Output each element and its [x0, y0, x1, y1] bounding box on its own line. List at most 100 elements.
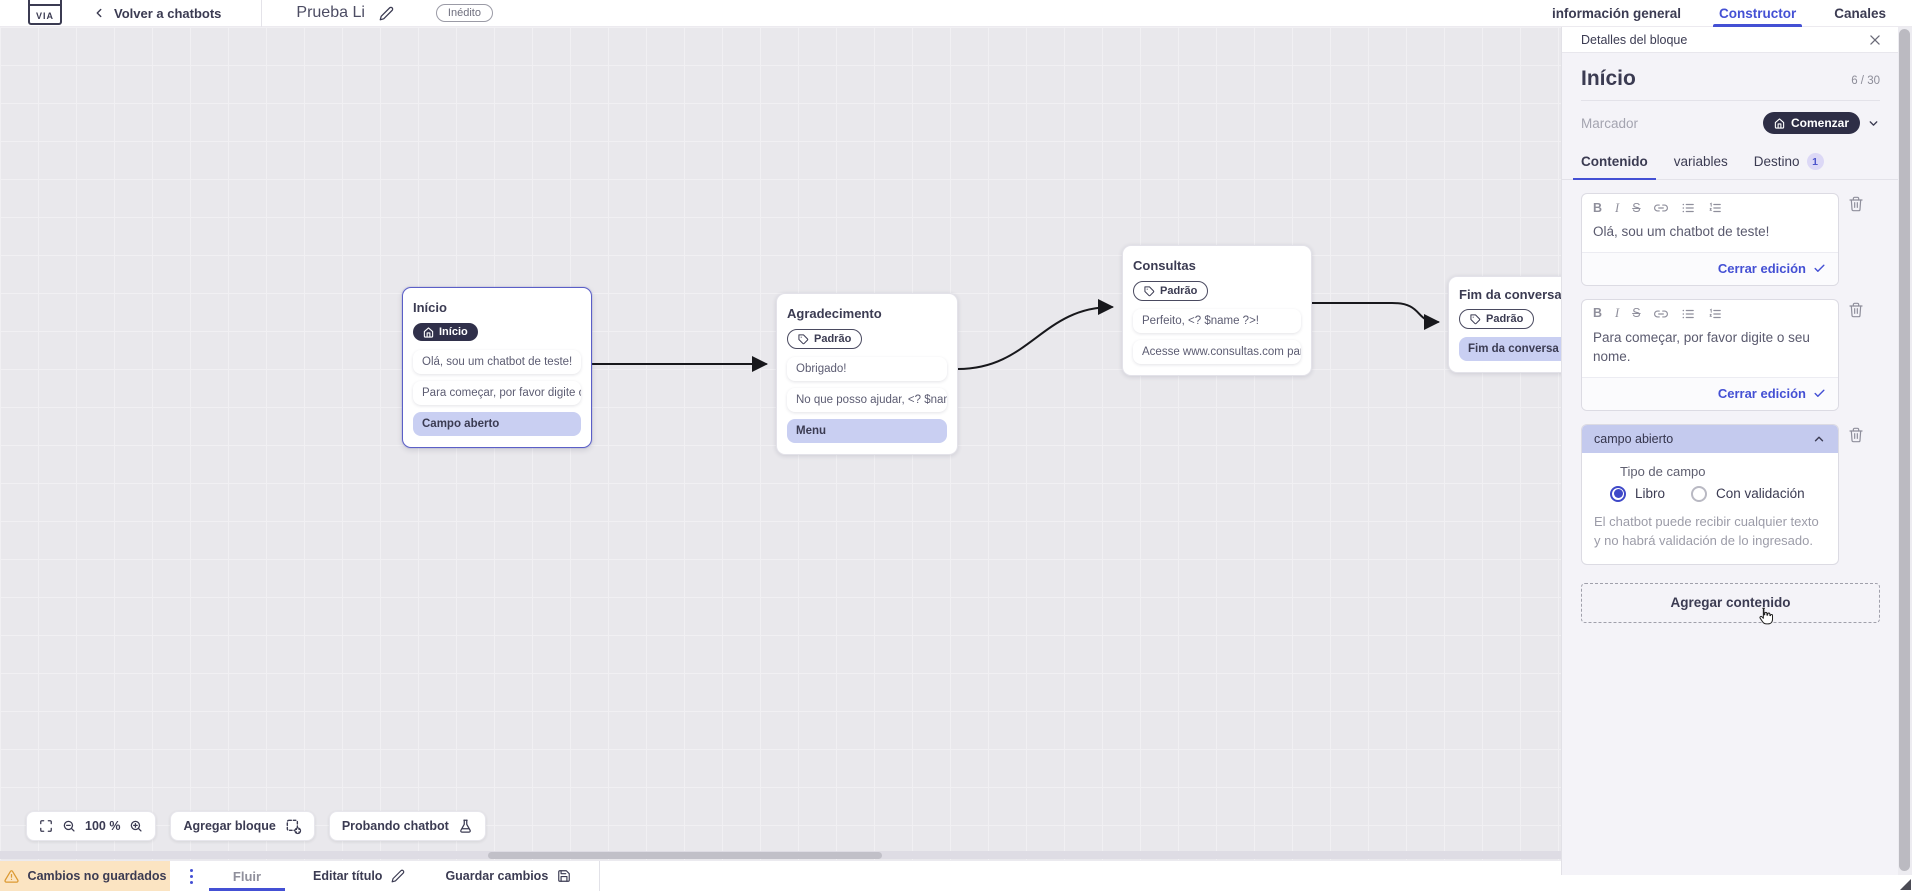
close-edit-label: Cerrar edición [1717, 385, 1806, 401]
destino-count-badge: 1 [1806, 153, 1824, 170]
message-text-input[interactable]: Olá, sou um chatbot de teste! [1593, 224, 1770, 239]
panel-header: Detalles del bloque [1562, 27, 1898, 53]
numbered-list-button[interactable] [1708, 307, 1722, 321]
block-menu-button[interactable] [569, 298, 581, 316]
flow-block-agradecimento[interactable]: Agradecimento Padrão Obrigado! No que po… [776, 293, 958, 455]
link-icon [1653, 310, 1668, 318]
block-badge-label: Início [439, 326, 468, 338]
block-name-counter: 6 / 30 [1851, 75, 1880, 87]
link-button[interactable] [1653, 307, 1668, 321]
radio-con-validacion-label: Con validación [1716, 486, 1805, 502]
link-button[interactable] [1653, 201, 1668, 215]
block-message-row[interactable]: Obrigado! [787, 356, 947, 381]
tab-contenido[interactable]: Contenido [1573, 144, 1656, 180]
fullscreen-button[interactable] [39, 819, 53, 833]
horizontal-scroll-thumb[interactable] [488, 851, 882, 859]
block-message-row[interactable]: Acesse www.consultas.com par... [1133, 339, 1301, 364]
flow-menu-button[interactable] [184, 861, 199, 891]
panel-body: Início 6 / 30 Marcador Comenzar Conteni [1562, 53, 1898, 625]
connector-consultas-fim[interactable] [1311, 302, 1440, 330]
test-chatbot-button[interactable]: Probando chatbot [328, 811, 486, 841]
field-help-text: El chatbot puede recibir cualquier texto… [1594, 513, 1819, 549]
footer-divider [599, 861, 601, 891]
block-message-row[interactable]: Para começar, por favor digite o ... [413, 380, 581, 405]
bullet-list-button[interactable] [1681, 201, 1695, 215]
vertical-scroll-thumb[interactable] [1899, 29, 1910, 871]
save-changes-label: Guardar cambios [445, 869, 549, 883]
editor-footer: Cerrar edición [1582, 376, 1838, 410]
edit-bot-title-button[interactable] [379, 6, 394, 21]
block-action-row[interactable]: Menu [787, 418, 947, 443]
resize-handle[interactable] [1900, 879, 1911, 890]
panel-menu-button[interactable] [1870, 153, 1882, 171]
panel-tabs: Contenido variables Destino 1 [1562, 144, 1898, 180]
edit-title-button[interactable]: Editar título [313, 861, 405, 891]
close-edit-button[interactable]: Cerrar edición [1718, 386, 1826, 401]
flow-block-consultas[interactable]: Consultas Padrão Perfeito, <? $name ?>! … [1122, 245, 1312, 376]
delete-content-button[interactable] [1848, 196, 1864, 212]
close-edit-button[interactable]: Cerrar edición [1718, 261, 1826, 276]
back-to-chatbots-button[interactable]: Volver a chatbots [92, 6, 221, 21]
open-field-body: Tipo de campo Libro Con validación E [1582, 453, 1838, 564]
block-action-row[interactable]: Campo aberto [413, 411, 581, 436]
bullet-list-icon [1682, 309, 1694, 318]
radio-con-validacion[interactable]: Con validación [1691, 485, 1805, 502]
strikethrough-button[interactable]: S [1632, 200, 1641, 215]
block-menu-button[interactable] [935, 304, 947, 322]
add-block-button[interactable]: Agregar bloque [170, 811, 315, 841]
italic-button[interactable]: I [1615, 200, 1620, 215]
flow-block-fim-da-conversa[interactable]: Fim da conversa Padrão Fim da conversa [1448, 276, 1561, 373]
block-message-row[interactable]: Perfeito, <? $name ?>! [1133, 308, 1301, 333]
kebab-menu-icon [190, 874, 193, 878]
panel-vertical-scrollbar[interactable] [1898, 27, 1912, 875]
connector-agradecimento-consultas[interactable] [957, 299, 1114, 370]
zoom-out-button[interactable] [62, 819, 76, 833]
block-message-row[interactable]: Olá, sou um chatbot de teste! [413, 349, 581, 374]
canvas-horizontal-scrollbar[interactable] [0, 851, 1561, 859]
top-header: VIA Volver a chatbots Prueba Li Inédito … [0, 0, 1912, 27]
home-icon [423, 326, 434, 338]
save-changes-button[interactable]: Guardar cambios [445, 861, 571, 891]
tab-constructor[interactable]: Constructor [1712, 0, 1803, 27]
tag-icon [798, 333, 809, 344]
zoom-level: 100 % [85, 819, 121, 833]
block-message-row[interactable]: No que posso ajudar, <? $name ... [787, 387, 947, 412]
add-content-button[interactable]: Agregar contenido [1581, 582, 1880, 623]
bullet-list-button[interactable] [1681, 307, 1695, 321]
warning-triangle-icon [3, 869, 19, 884]
block-type-badge: Padrão [787, 329, 863, 349]
tab-variables[interactable]: variables [1673, 154, 1728, 169]
block-marker-badge: Início [413, 323, 478, 341]
flow-block-inicio[interactable]: Início Início Olá, sou um chatbot de tes… [402, 287, 592, 448]
bot-title: Prueba Li [296, 4, 365, 21]
tab-destino[interactable]: Destino 1 [1754, 144, 1824, 179]
delete-content-button[interactable] [1848, 302, 1864, 318]
text-editor-card: B I S Olá, sou um chatbot de tes [1581, 193, 1839, 286]
delete-content-button[interactable] [1848, 427, 1864, 443]
open-field-title: campo abierto [1594, 431, 1674, 446]
bold-button[interactable]: B [1593, 200, 1603, 215]
block-type-badge: Padrão [1459, 309, 1535, 329]
bold-button[interactable]: B [1593, 306, 1603, 321]
radio-libro-label: Libro [1635, 486, 1666, 502]
tab-informacion-general[interactable]: información general [1551, 5, 1681, 21]
radio-libro[interactable]: Libro [1610, 485, 1666, 502]
zoom-in-button[interactable] [129, 819, 143, 833]
marker-label: Marcador [1581, 115, 1639, 131]
strikethrough-button[interactable]: S [1632, 306, 1641, 321]
close-icon [1870, 34, 1880, 45]
tab-canales[interactable]: Canales [1834, 5, 1886, 21]
block-action-row[interactable]: Fim da conversa [1459, 336, 1561, 361]
message-text-input[interactable]: Para começar, por favor digite o seu nom… [1593, 329, 1810, 365]
numbered-list-button[interactable] [1708, 201, 1722, 215]
italic-button[interactable]: I [1615, 306, 1620, 321]
block-name-field[interactable]: Início [1581, 67, 1636, 90]
marker-select[interactable]: Comenzar [1762, 112, 1860, 134]
marker-dropdown-button[interactable] [1867, 117, 1880, 130]
open-field-header[interactable]: campo abierto [1582, 424, 1838, 453]
field-type-options: Libro Con validación [1610, 485, 1826, 502]
block-menu-button[interactable] [1289, 256, 1301, 274]
flow-tab-fluir[interactable]: Fluir [209, 861, 285, 891]
flow-canvas[interactable]: Início Início Olá, sou um chatbot de tes… [0, 27, 1561, 860]
panel-close-button[interactable] [1868, 33, 1882, 47]
